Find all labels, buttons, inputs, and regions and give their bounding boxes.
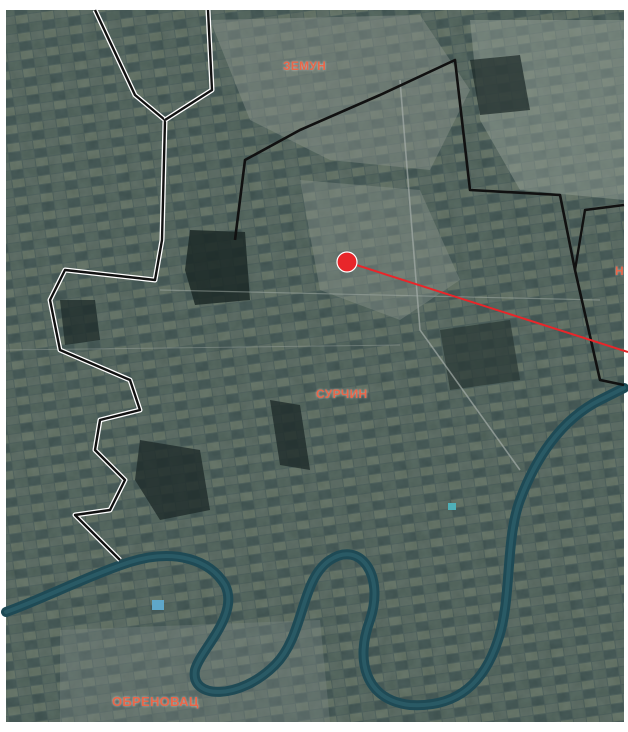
forest-patch <box>270 400 310 470</box>
municipal-border <box>47 8 625 562</box>
forest-patch <box>135 440 210 520</box>
location-marker <box>336 251 358 273</box>
forest-patch <box>185 230 250 305</box>
urban-area-zemun <box>210 15 470 170</box>
place-label-edge: Н <box>615 264 624 278</box>
forest-patch <box>470 55 530 115</box>
road <box>399 79 521 471</box>
water-spot <box>448 503 456 510</box>
place-label-surcin: СУРЧИН <box>316 387 368 401</box>
place-label-obrenovac: ОБРЕНОВАЦ <box>112 694 199 709</box>
road <box>5 344 401 351</box>
direction-line <box>346 261 628 353</box>
forest-patch <box>60 300 100 345</box>
place-label-zemun: ЗЕМУН <box>283 59 327 73</box>
road <box>159 289 601 301</box>
forest-patch <box>440 320 520 390</box>
water-spot <box>152 600 164 610</box>
